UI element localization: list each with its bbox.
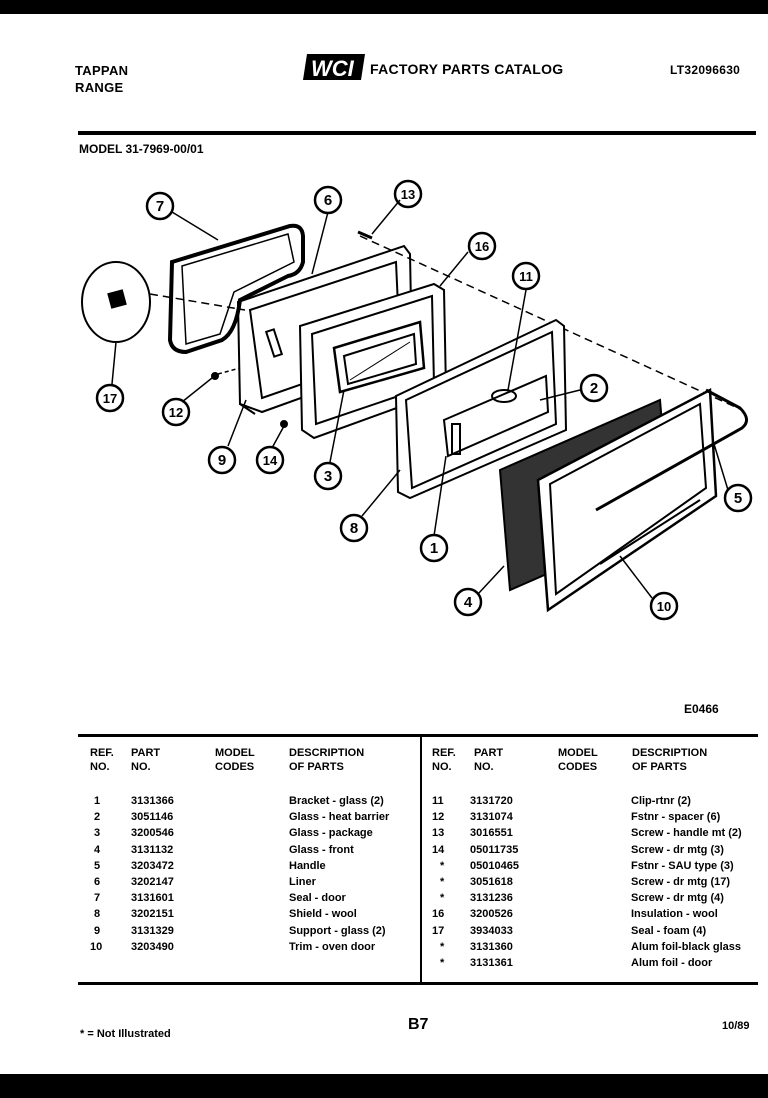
bottom-scan-border: [0, 1074, 768, 1098]
callout-13: 13: [401, 187, 415, 202]
part-10-trim: [536, 387, 718, 613]
brand-line-1: TAPPAN: [75, 63, 129, 78]
not-illustrated-note: * = Not Illustrated: [80, 1028, 171, 1040]
part-3-glass-package: [332, 320, 426, 394]
header-part-right: PART NO.: [474, 747, 504, 773]
table-top-rule: [78, 734, 758, 737]
part-5-handle: [595, 388, 748, 512]
part-7-seal: [167, 223, 305, 355]
catalog-number: LT32096630: [670, 63, 741, 77]
model-number: MODEL 31-7969-00/01: [79, 142, 204, 156]
header-model-left: MODEL CODES: [215, 747, 255, 773]
callout-2: 2: [590, 380, 598, 397]
table-column-divider: [420, 737, 422, 985]
callout-1: 1: [430, 540, 438, 557]
callout-16: 16: [475, 239, 489, 254]
header-desc-right: DESCRIPTION OF PARTS: [632, 747, 708, 773]
callout-12: 12: [169, 405, 183, 420]
svg-text:WCI: WCI: [311, 56, 355, 81]
table-bottom-rule: [78, 982, 758, 985]
header-model-right: MODEL CODES: [558, 747, 598, 773]
callout-5: 5: [734, 490, 742, 507]
callout-17: 17: [103, 391, 117, 406]
exploded-parts-diagram: 7 6 13 16 11 2 17 12 9 14 3 8 1 4 10 5: [81, 179, 753, 621]
header-ref-right: REF. NO.: [432, 747, 456, 773]
header-desc-left: DESCRIPTION OF PARTS: [289, 747, 365, 773]
catalog-date: 10/89: [722, 1020, 750, 1032]
callout-4: 4: [464, 594, 473, 611]
callout-8: 8: [350, 520, 358, 537]
header-rule: [78, 131, 756, 135]
callout-9: 9: [218, 452, 226, 469]
diagram-code: E0466: [684, 702, 719, 716]
brand-block: TAPPAN RANGE: [75, 62, 128, 96]
callout-14: 14: [263, 453, 278, 468]
part-8-shield: [394, 318, 568, 500]
header-ref-left: REF. NO.: [90, 747, 114, 773]
wci-logo: WCI: [303, 54, 365, 81]
top-scan-border: [0, 0, 768, 14]
catalog-title: FACTORY PARTS CATALOG: [370, 61, 564, 77]
part-17-pad: [81, 261, 151, 343]
callout-10: 10: [657, 599, 671, 614]
header-part-left: PART NO.: [131, 747, 161, 773]
brand-line-2: RANGE: [75, 80, 124, 95]
page-number: B7: [408, 1016, 429, 1033]
callout-6: 6: [324, 192, 332, 209]
callout-3: 3: [324, 468, 332, 485]
callout-7: 7: [156, 198, 164, 215]
callout-11: 11: [519, 269, 533, 284]
